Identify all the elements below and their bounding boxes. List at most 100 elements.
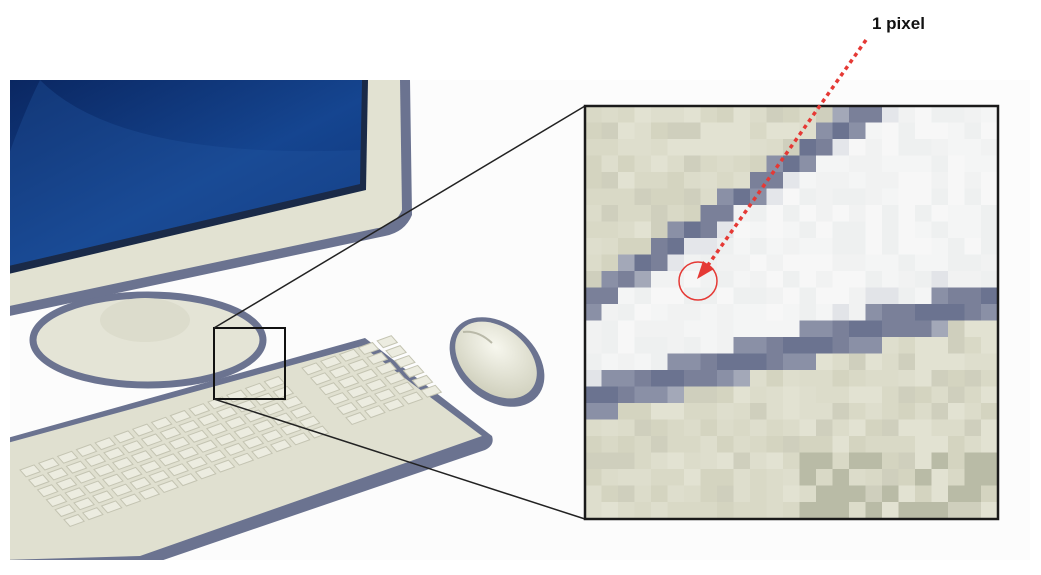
keyboard-key	[19, 464, 42, 478]
zoomed-pixel	[651, 254, 669, 272]
zoomed-pixel	[750, 122, 768, 140]
zoomed-pixel	[915, 139, 933, 157]
zoomed-pixel	[964, 188, 982, 206]
zoomed-pixel	[816, 320, 834, 338]
zoomed-pixel	[700, 452, 718, 470]
zoomed-pixel	[733, 320, 751, 338]
zoomed-pixel	[766, 386, 784, 404]
zoomed-pixel	[651, 106, 669, 124]
zoomed-pixel	[700, 205, 718, 223]
zoomed-pixel	[783, 403, 801, 421]
zoomed-pixel	[783, 452, 801, 470]
zoomed-pixel	[717, 221, 735, 239]
zoomed-pixel	[733, 155, 751, 173]
keyboard-key	[167, 463, 190, 477]
zoomed-pixel	[964, 172, 982, 190]
zoomed-pixel	[981, 337, 998, 355]
zoomed-pixel	[783, 469, 801, 487]
zoomed-pixel	[981, 452, 998, 470]
zoomed-pixel	[799, 205, 817, 223]
zoomed-pixel	[585, 254, 603, 272]
zoomed-pixel	[601, 337, 619, 355]
zoomed-pixel	[733, 386, 751, 404]
zoomed-pixel	[783, 271, 801, 289]
keyboard-key	[336, 401, 359, 416]
zoomed-pixel	[684, 370, 702, 388]
zoomed-pixel	[585, 287, 603, 305]
zoomed-pixel	[981, 271, 998, 289]
zoomed-pixel	[964, 502, 982, 519]
zoomed-pixel	[948, 122, 966, 140]
keyboard-key	[169, 409, 192, 424]
zoomed-pixel	[667, 254, 685, 272]
keyboard-key	[346, 385, 369, 399]
zoomed-pixel	[750, 238, 768, 256]
zoomed-pixel	[964, 287, 982, 305]
zoomed-pixel	[816, 205, 834, 223]
keyboard-key	[131, 423, 154, 437]
zoomed-pixel	[948, 271, 966, 289]
keyboard-key	[63, 513, 86, 528]
zoomed-pixel	[931, 337, 949, 355]
zoomed-pixel	[849, 139, 867, 157]
zoomed-pixel	[849, 469, 867, 487]
zoomed-pixel	[799, 188, 817, 206]
zoomed-pixel	[816, 254, 834, 272]
zoomed-pixel	[915, 287, 933, 305]
zoomed-pixel	[981, 205, 998, 223]
zoomed-pixel	[667, 469, 685, 487]
zoomed-pixel	[585, 320, 603, 338]
zoomed-pixel	[849, 403, 867, 421]
zoomed-pixel	[865, 386, 883, 404]
zoomed-pixel	[849, 337, 867, 355]
zoomed-pixel	[684, 304, 702, 322]
zoomed-pixel	[700, 419, 718, 437]
zoomed-pixel	[667, 337, 685, 355]
keyboard-key	[376, 335, 399, 349]
pixel-pointer-arrow	[704, 38, 868, 270]
zoomed-pixel	[981, 403, 998, 421]
zoomed-pixel	[948, 238, 966, 256]
zoomed-pixel	[915, 353, 933, 371]
zoomed-pixel	[832, 205, 850, 223]
zoomed-pixel	[585, 238, 603, 256]
zoomed-pixel	[799, 370, 817, 388]
zoomed-pixel	[585, 205, 603, 223]
keyboard-key	[393, 354, 416, 369]
zoomed-pixel	[766, 353, 784, 371]
zoomed-pixel	[750, 254, 768, 272]
zoomed-pixel	[816, 452, 834, 470]
zoomed-pixel	[684, 419, 702, 437]
zoomed-pixel	[618, 452, 636, 470]
zoomed-pixel	[601, 370, 619, 388]
zoomed-pixel	[634, 172, 652, 190]
zoomed-pixel	[948, 188, 966, 206]
zoomed-pixel	[700, 386, 718, 404]
zoomed-pixel	[750, 469, 768, 487]
zoomed-pixel	[700, 485, 718, 503]
zoomed-pixel	[634, 485, 652, 503]
zoomed-pixel	[618, 221, 636, 239]
zoomed-pixel	[700, 106, 718, 124]
zoomed-pixel	[865, 172, 883, 190]
keyboard-key	[288, 432, 311, 446]
zoomed-pixel	[667, 370, 685, 388]
zoomed-pixel	[585, 172, 603, 190]
zoomed-pixel	[684, 337, 702, 355]
zoomed-pixel	[948, 205, 966, 223]
keyboard-key	[338, 348, 361, 362]
zoomed-pixel	[766, 436, 784, 454]
zoomed-pixel	[931, 353, 949, 371]
zoomed-pixel	[634, 238, 652, 256]
keyboard-key	[205, 422, 228, 437]
zoomed-pixel	[750, 452, 768, 470]
keyboard-key	[73, 497, 96, 511]
zoomed-pixel	[832, 452, 850, 470]
zoomed-pixel	[667, 172, 685, 190]
zoomed-pixel	[667, 403, 685, 421]
keyboard-key	[139, 460, 162, 474]
keyboard-key	[27, 474, 50, 488]
zoomed-pixel	[865, 139, 883, 157]
zoomed-pixel	[865, 419, 883, 437]
zoomed-pixel	[948, 139, 966, 157]
